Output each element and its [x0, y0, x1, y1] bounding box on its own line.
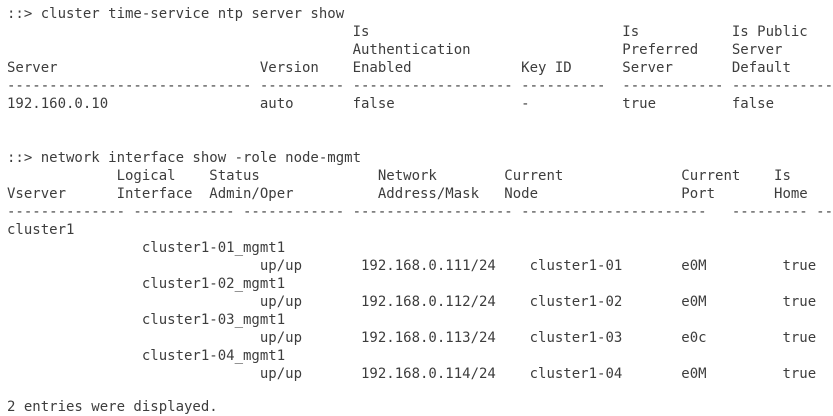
ntp-server-show-output: ::> cluster time-service ntp server show…: [7, 6, 833, 112]
entries-displayed-footer: 2 entries were displayed.: [7, 399, 218, 415]
network-interface-show-output: ::> network interface show -role node-mg…: [7, 150, 833, 382]
